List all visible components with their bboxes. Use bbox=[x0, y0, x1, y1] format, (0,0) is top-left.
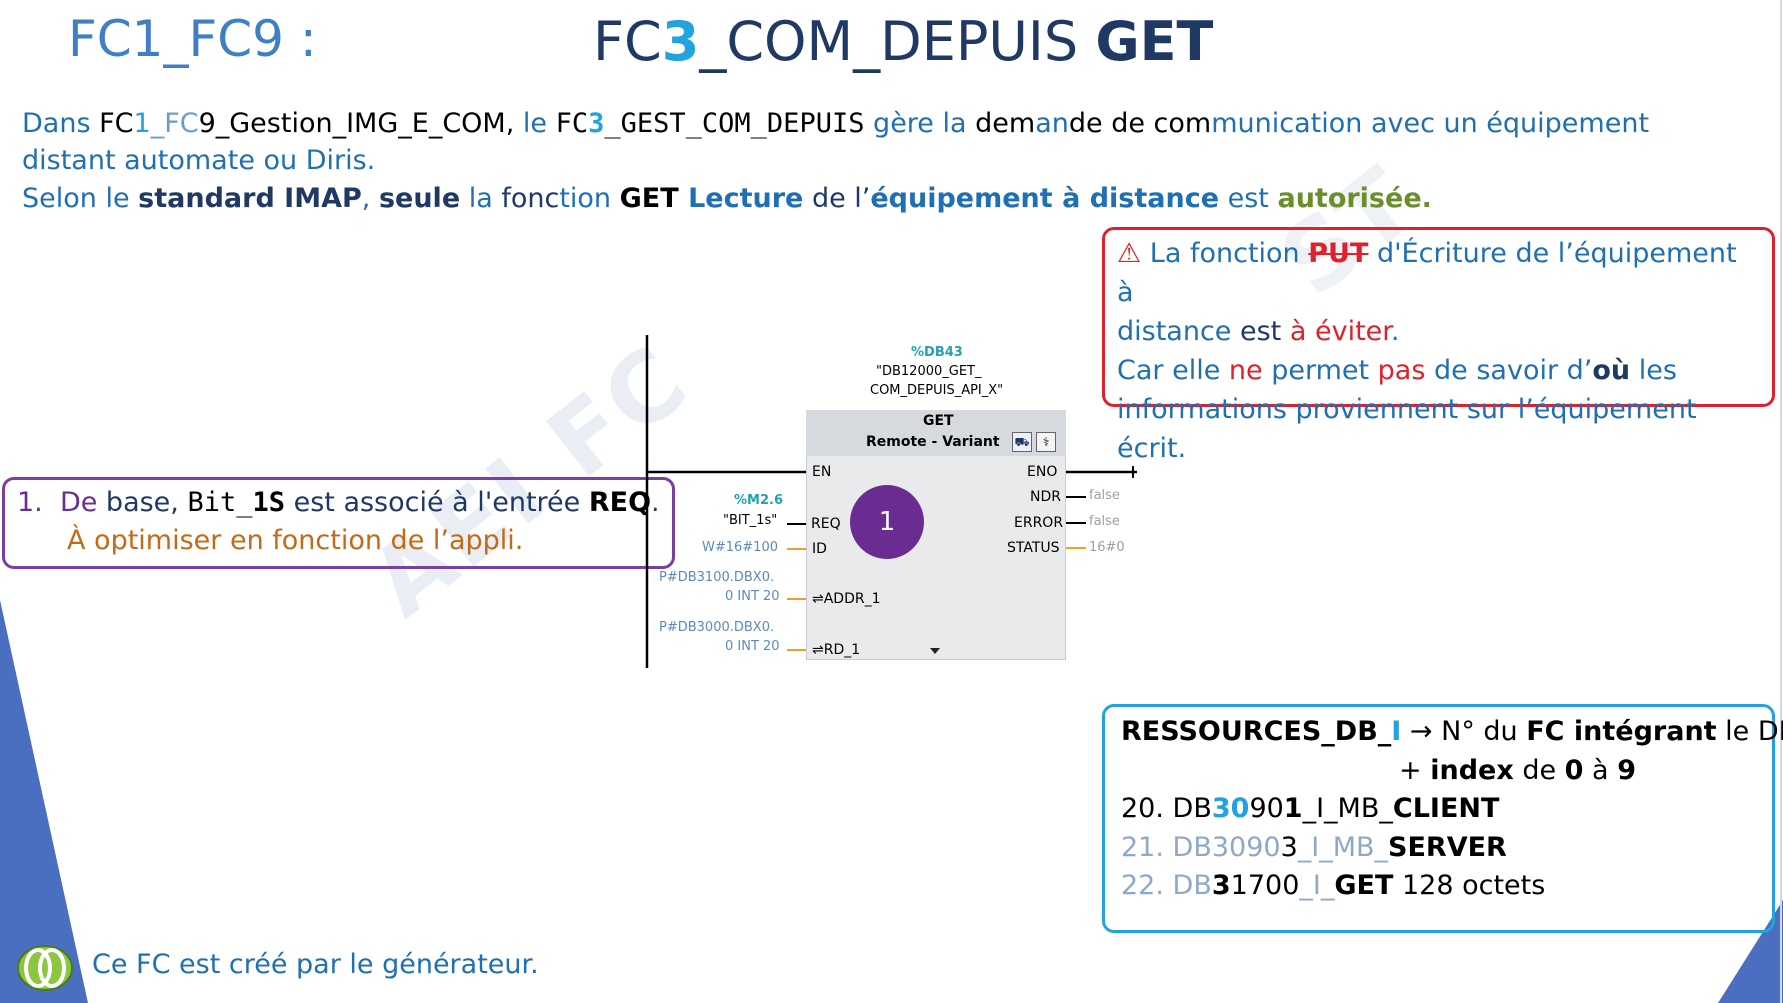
db-name-1: "DB12000_GET_ bbox=[876, 364, 982, 379]
note-box: 1. De base, Bit_1S est associé à l'entré… bbox=[2, 477, 675, 569]
pin-en: EN bbox=[812, 464, 832, 480]
intro-line-1: Dans FC1_FC9_Gestion_IMG_E_COM, le FC3_G… bbox=[22, 108, 1650, 139]
note-line-1: 1. De base, Bit_1S est associé à l'entré… bbox=[17, 487, 660, 518]
warning-line-4: informations proviennent sur l’équipemen… bbox=[1117, 394, 1697, 464]
db-address: %DB43 bbox=[911, 345, 963, 360]
warning-box: ⚠ La fonction PUT d'Écriture de l’équipe… bbox=[1102, 227, 1775, 464]
warning-line-1: ⚠ La fonction PUT d'Écriture de l’équipe… bbox=[1117, 238, 1737, 308]
pin-rd: ⇌RD_1 bbox=[812, 642, 861, 658]
warning-icon: ⚠ bbox=[1117, 238, 1142, 269]
resource-item-client: 20. DB30901_I_MB_CLIENT bbox=[1121, 793, 1500, 824]
page-title: FC3_COM_DEPUIS GET bbox=[593, 10, 1214, 73]
pin-status: STATUS bbox=[1007, 540, 1060, 556]
fb-title: GET bbox=[923, 413, 954, 429]
pin-addr: ⇌ADDR_1 bbox=[812, 591, 881, 607]
step-marker: 1 bbox=[850, 485, 924, 559]
value-error: false bbox=[1089, 514, 1120, 529]
addr-value-1: P#DB3100.DBX0. bbox=[659, 570, 775, 585]
config-icon[interactable]: ⛟ bbox=[1012, 432, 1032, 452]
warning-line-3: Car elle ne permet pas de savoir d’où le… bbox=[1117, 355, 1677, 386]
value-ndr: false bbox=[1089, 488, 1120, 503]
generator-logo-icon bbox=[17, 945, 73, 991]
db-name-2: COM_DEPUIS_API_X" bbox=[870, 383, 1004, 398]
resource-item-get: 22. DB31700_I_GET 128 octets bbox=[1121, 870, 1546, 901]
rd-value-1: P#DB3000.DBX0. bbox=[659, 620, 775, 635]
page-subtitle: FC1_FC9 : bbox=[68, 10, 317, 68]
resource-item-server: 21. DB30903_I_MB_SERVER bbox=[1121, 831, 1507, 863]
resources-line-2: + index de 0 à 9 bbox=[1399, 754, 1636, 786]
note-line-2: À optimiser en fonction de l’appli. bbox=[67, 525, 524, 556]
pin-eno: ENO bbox=[1027, 464, 1058, 480]
req-name: "BIT_1s" bbox=[723, 513, 778, 528]
id-value: W#16#100 bbox=[702, 540, 778, 555]
pin-ndr: NDR bbox=[1030, 489, 1061, 505]
req-address: %M2.6 bbox=[734, 493, 783, 508]
rd-value-2: 0 INT 20 bbox=[725, 639, 780, 654]
resources-box: RESSOURCES_DB_I → N° du FC intégrant le … bbox=[1102, 704, 1783, 933]
addr-value-2: 0 INT 20 bbox=[725, 589, 780, 604]
pin-error: ERROR bbox=[1014, 515, 1064, 531]
expand-arrow-icon[interactable] bbox=[930, 648, 940, 654]
pin-id: ID bbox=[812, 541, 827, 557]
intro-line-2: distant automate ou Diris. bbox=[22, 145, 376, 176]
warning-line-2: distance est à éviter. bbox=[1117, 316, 1400, 347]
footer-note: Ce FC est créé par le générateur. bbox=[92, 949, 539, 980]
intro-line-3: Selon le standard IMAP, seule la fonctio… bbox=[22, 183, 1432, 214]
resources-line-1: RESSOURCES_DB_I → N° du FC intégrant le … bbox=[1121, 716, 1783, 747]
pin-req: REQ bbox=[811, 516, 841, 532]
fb-subtitle: Remote - Variant bbox=[866, 434, 1000, 450]
diagnostics-icon[interactable]: ⚕ bbox=[1036, 432, 1056, 452]
value-status: 16#0 bbox=[1089, 540, 1125, 555]
